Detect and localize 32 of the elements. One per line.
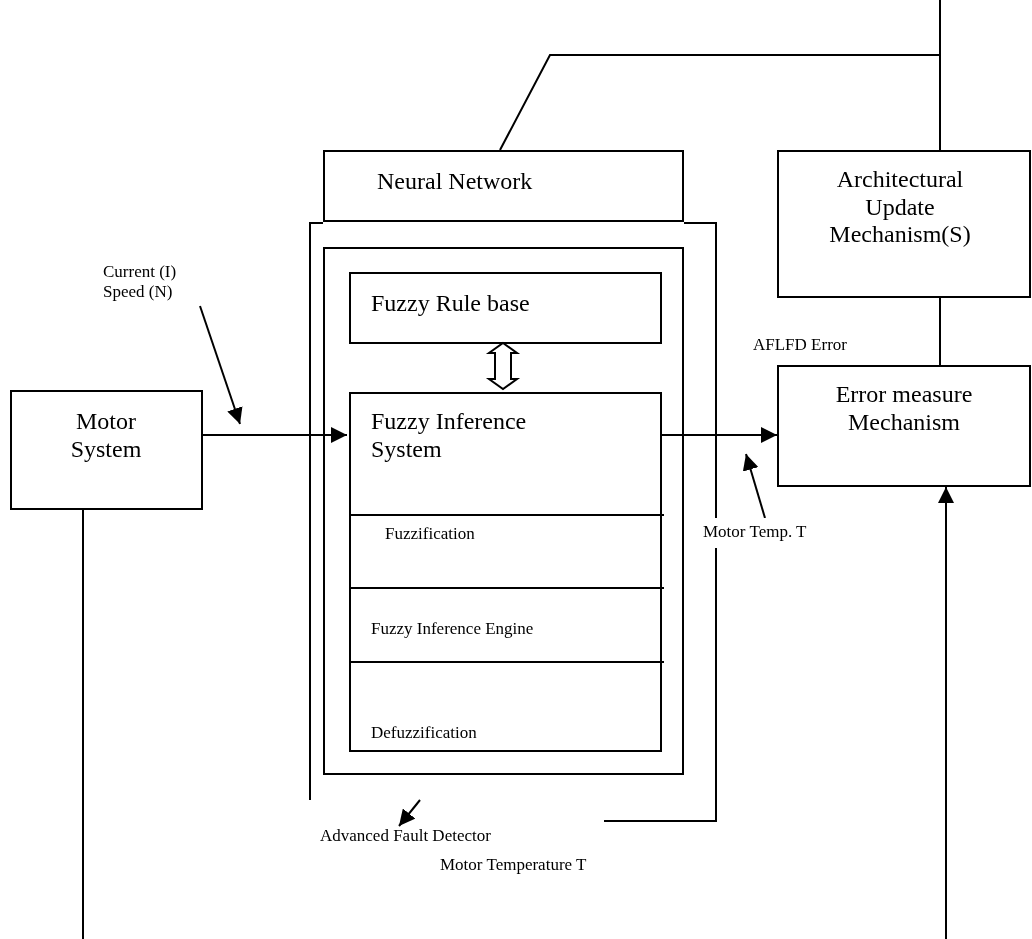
- process-box: [349, 272, 662, 344]
- leader-arrow: [742, 453, 766, 519]
- process-box: [777, 150, 1031, 298]
- arrow: [202, 427, 348, 443]
- signal-label: Motor Temperature T: [440, 855, 587, 875]
- connector-line: [499, 54, 941, 151]
- node-label: Fuzzy Rule base: [371, 290, 530, 318]
- signal-label: Motor Temp. T: [703, 522, 807, 542]
- node-label: Architectural Update Mechanism(S): [828, 166, 972, 249]
- arrow: [659, 427, 778, 443]
- process-box: [10, 390, 203, 510]
- signal-label: Current (I) Speed (N): [103, 262, 178, 302]
- node-label: Defuzzification: [371, 723, 477, 743]
- process-box: [323, 150, 684, 222]
- connector-line: [939, 297, 941, 366]
- node-label: Fuzzy Inference System: [371, 408, 528, 464]
- label-text: Advanced Fault Detector: [320, 826, 491, 846]
- node-label: Fuzzification: [385, 524, 475, 544]
- leader-arrow: [199, 305, 243, 425]
- connector-line: [82, 509, 84, 939]
- process-box: [349, 392, 662, 752]
- node-label: Error measure Mechanism: [834, 381, 974, 437]
- leader-arrow: [938, 486, 954, 939]
- signal-label: AFLFD Error: [753, 335, 847, 355]
- process-box: [777, 365, 1031, 487]
- double-arrow: [485, 341, 521, 391]
- connector-line: [939, 0, 941, 151]
- node-label: Neural Network: [377, 168, 533, 196]
- node-label: Motor System: [69, 408, 143, 464]
- fuzzy-system-box: [323, 247, 684, 775]
- leader-arrow: [398, 799, 421, 827]
- node-label: Fuzzy Inference Engine: [371, 619, 534, 639]
